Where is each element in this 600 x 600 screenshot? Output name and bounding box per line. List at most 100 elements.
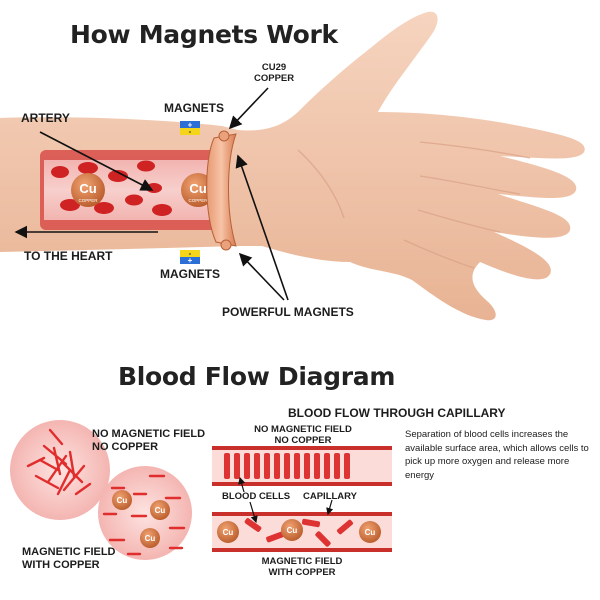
blood-cell: [48, 428, 64, 446]
blood-cell: [284, 453, 290, 479]
blood-cell: [42, 444, 68, 466]
magnet-icon-positive: [180, 257, 200, 264]
blood-cell: [224, 453, 230, 479]
cu-badge-circle: [150, 500, 170, 520]
capillary-label: CAPILLARY: [303, 491, 358, 502]
blood-cell: [108, 170, 128, 182]
cu-badge: Cu: [112, 490, 132, 510]
cu-badge-symbol: Cu: [365, 528, 376, 537]
cu-badge-symbol: Cu: [79, 181, 96, 196]
forearm: [0, 11, 585, 321]
copper-label: CU29 COPPER: [254, 62, 294, 84]
cu-badge: Cu COPPER: [71, 173, 105, 207]
cu-badge: Cu: [217, 521, 239, 543]
magnet-icon-positive: [180, 121, 200, 128]
artery-cutaway: Cu COPPER Cu COPPER: [40, 150, 220, 230]
bracelet-magnet-end: [220, 239, 232, 251]
copper-label-line1: CU29: [261, 62, 287, 73]
separated-cells: [102, 474, 186, 556]
title-how-magnets-work: How Magnets Work: [70, 20, 338, 49]
blood-cell: [152, 204, 172, 216]
magnet-icon-top: + -: [180, 121, 200, 136]
capillary-top-label-line1: NO MAGNETIC FIELD: [254, 424, 352, 435]
circle-with-field-disc: [98, 466, 192, 560]
blood-cell: [62, 464, 86, 492]
capillary-bottom-label-line1: MAGNETIC FIELD: [261, 556, 343, 567]
capillary-top-label-line2: NO COPPER: [274, 435, 332, 446]
cu-badge-symbol: Cu: [189, 181, 206, 196]
blood-cell: [294, 453, 300, 479]
cu-badge-circle: [71, 173, 105, 207]
blood-cell: [60, 460, 84, 484]
blood-cell: [137, 160, 155, 172]
blood-cell: [315, 531, 331, 547]
blood-cell: [68, 450, 76, 478]
magnet-arrow-1: [235, 154, 289, 301]
capillary-heading: BLOOD FLOW THROUGH CAPILLARY: [288, 406, 506, 420]
blood-cell: [334, 453, 340, 479]
blood-cell: [244, 453, 250, 479]
cu-badge-circle: [217, 521, 239, 543]
pointer-arrows: [14, 87, 289, 301]
blood-cell: [344, 453, 350, 479]
arm-and-hand: [0, 11, 585, 321]
blood-cells-label: BLOOD CELLS: [222, 491, 291, 502]
blood-cell: [336, 519, 354, 535]
cu-badge-caption: COPPER: [188, 198, 208, 203]
cu-badge-symbol: Cu: [117, 496, 128, 505]
magnet-minus-sign: -: [189, 127, 192, 136]
magnet-icon-bottom: - +: [180, 249, 200, 265]
cu-badge-circle: [140, 528, 160, 548]
blood-cell: [78, 162, 98, 174]
blood-cell: [314, 453, 320, 479]
magnet-icon-negative: [180, 250, 200, 257]
capillary-lumen: [212, 450, 392, 482]
blood-cell: [74, 482, 92, 496]
to-the-heart-label: TO THE HEART: [24, 249, 113, 263]
blood-cell: [125, 194, 143, 206]
thumb-crease: [297, 149, 345, 219]
magnet-arrow-2: [238, 252, 285, 301]
cu-badge-caption: COPPER: [78, 198, 98, 203]
cu-badge: Cu: [359, 521, 381, 543]
capillary-with-field: Cu Cu Cu: [212, 512, 392, 552]
copper-arrow: [228, 87, 269, 130]
blood-cell: [254, 453, 260, 479]
bracelet-magnet-end: [218, 130, 230, 142]
blood-cell: [52, 446, 62, 476]
stacked-cells: [224, 453, 350, 479]
blood-cell: [34, 474, 60, 490]
title-blood-flow-diagram: Blood Flow Diagram: [118, 362, 396, 391]
artery-label: ARTERY: [21, 111, 70, 125]
copper-label-line2: COPPER: [254, 73, 295, 84]
cu-badge: Cu: [140, 528, 160, 548]
cu-badge-circle: [281, 519, 303, 541]
clumped-cells: [26, 428, 92, 496]
separation-description: Separation of blood cells increases the …: [405, 429, 589, 481]
blood-cell: [26, 456, 46, 468]
cu-badge-circle: [112, 490, 132, 510]
spread-cells: [244, 518, 354, 547]
magnet-icon-negative: [180, 128, 200, 135]
blood-cell: [274, 453, 280, 479]
no-field-label-line1: NO MAGNETIC FIELD: [92, 428, 206, 440]
blood-cell: [244, 518, 262, 532]
blood-cells-arrow-down: [249, 501, 258, 524]
blood-cell: [38, 458, 60, 472]
no-field-label-line2: NO COPPER: [92, 441, 159, 453]
cu-badge: Cu: [281, 519, 303, 541]
blood-cell: [264, 453, 270, 479]
finger-lines: [403, 141, 531, 269]
blood-cell: [56, 468, 72, 496]
magnet-minus-sign: -: [189, 249, 192, 258]
blood-cells-arrow-up: [238, 476, 246, 493]
capillary-no-field: [212, 446, 392, 486]
capillary-arrows: [238, 476, 334, 524]
blood-cell: [266, 531, 284, 543]
magnets-label-bottom: MAGNETS: [160, 267, 220, 281]
artery-arrow: [39, 131, 154, 191]
magnet-plus-sign: +: [188, 121, 193, 130]
blood-cell: [324, 453, 330, 479]
powerful-magnets-label: POWERFUL MAGNETS: [222, 305, 354, 319]
circle-with-field: Cu Cu Cu: [98, 466, 192, 560]
